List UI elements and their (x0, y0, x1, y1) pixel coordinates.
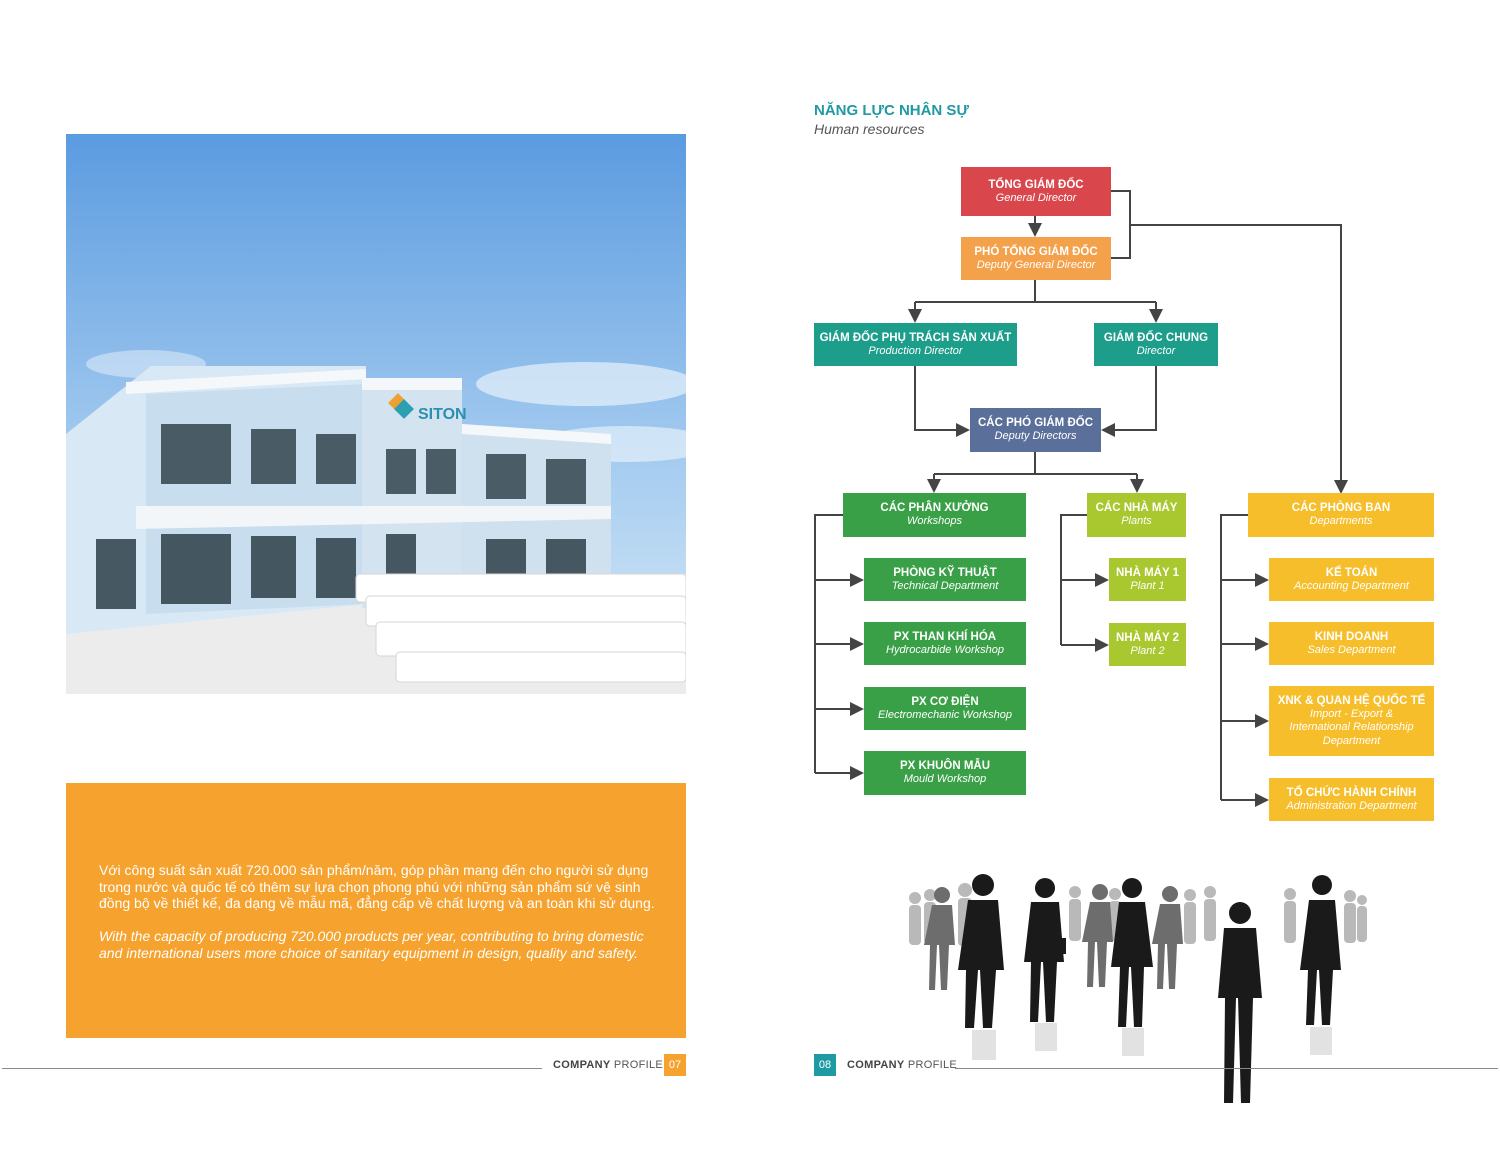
org-label-en: Production Director (868, 344, 963, 357)
org-label-en: Import - Export & International Relation… (1289, 707, 1414, 747)
org-label-en: Deputy General Director (976, 258, 1096, 271)
org-label-en: Mould Workshop (903, 773, 987, 786)
org-label-en: Electromechanic Workshop (878, 708, 1012, 721)
org-plants: CÁC NHÀ MÁY Plants (1087, 493, 1186, 537)
org-departments: CÁC PHÒNG BAN Departments (1248, 493, 1434, 537)
org-label-vi: CÁC PHÒNG BAN (1291, 502, 1391, 515)
org-general-director: TỔNG GIÁM ĐỐC General Director (961, 167, 1111, 216)
org-label-vi: CÁC NHÀ MÁY (1095, 502, 1178, 515)
org-label-vi: CÁC PHÂN XƯỞNG (880, 502, 989, 515)
footer-profile: PROFILE (610, 1059, 664, 1071)
org-production-director: GIÁM ĐỐC PHỤ TRÁCH SẢN XUẤT Production D… (814, 323, 1017, 366)
org-label-vi: TỔ CHỨC HÀNH CHÍNH (1286, 786, 1417, 799)
footer-company: COMPANY (847, 1059, 905, 1071)
org-department-item: TỔ CHỨC HÀNH CHÍNH Administration Depart… (1269, 778, 1434, 821)
org-workshop-item: PX CƠ ĐIỆN Electromechanic Workshop (864, 687, 1026, 730)
org-label-vi: PHÒNG KỸ THUẬT (893, 566, 997, 579)
org-label-vi: GIÁM ĐỐC CHUNG (1103, 331, 1209, 344)
org-deputy-directors: CÁC PHÓ GIÁM ĐỐC Deputy Directors (970, 408, 1101, 452)
org-deputy-general-director: PHÓ TỔNG GIÁM ĐỐC Deputy General Directo… (961, 237, 1111, 280)
org-label-vi: PHÓ TỔNG GIÁM ĐỐC (974, 245, 1098, 258)
footer-label-left: COMPANY PROFILE (553, 1059, 663, 1071)
org-label-vi: NHÀ MÁY 2 (1115, 631, 1180, 644)
org-workshop-item: PX THAN KHÍ HÓA Hydrocarbide Workshop (864, 622, 1026, 665)
page-number-right: 08 (814, 1054, 836, 1076)
org-department-item: KẾ TOÁN Accounting Department (1269, 558, 1434, 601)
org-label-vi: NHÀ MÁY 1 (1115, 566, 1180, 579)
footer-divider-left (2, 1068, 542, 1069)
org-label-en: Plant 1 (1130, 579, 1165, 592)
org-plant-item: NHÀ MÁY 2 Plant 2 (1109, 623, 1186, 666)
org-label-vi: PX KHUÔN MẪU (899, 760, 991, 773)
org-label-vi: PX CƠ ĐIỆN (911, 695, 979, 708)
description-panel: Với công suất sản xuất 720.000 sản phẩm/… (66, 783, 686, 1038)
org-label-en: Hydrocarbide Workshop (886, 643, 1004, 656)
org-label-vi: TỔNG GIÁM ĐỐC (988, 178, 1084, 191)
org-label-vi: XNK & QUAN HỆ QUỐC TẾ (1277, 694, 1426, 707)
org-label-en: Plant 2 (1130, 644, 1165, 657)
section-subtitle: Human resources (814, 121, 925, 137)
org-label-vi: CÁC PHÓ GIÁM ĐỐC (978, 417, 1093, 430)
org-label-en: Plants (1121, 515, 1152, 528)
org-label-en: Accounting Department (1294, 579, 1409, 592)
org-workshops: CÁC PHÂN XƯỞNG Workshops (843, 493, 1026, 537)
org-label-en: Workshops (906, 515, 963, 528)
business-people-silhouettes (909, 874, 1367, 1103)
org-department-item: XNK & QUAN HỆ QUỐC TẾ Import - Export & … (1269, 686, 1434, 756)
org-label-vi: GIÁM ĐỐC PHỤ TRÁCH SẢN XUẤT (819, 331, 1012, 344)
org-workshop-item: PX KHUÔN MẪU Mould Workshop (864, 751, 1026, 795)
description-vietnamese: Với công suất sản xuất 720.000 sản phẩm/… (99, 862, 655, 911)
org-label-en: Administration Department (1286, 799, 1417, 812)
org-label-vi: PX THAN KHÍ HÓA (893, 630, 997, 643)
footer-label-right: COMPANY PROFILE (847, 1059, 957, 1071)
org-plant-item: NHÀ MÁY 1 Plant 1 (1109, 558, 1186, 601)
org-label-vi: KẾ TOÁN (1325, 566, 1378, 579)
page-number-left: 07 (664, 1054, 686, 1076)
org-workshop-item: PHÒNG KỸ THUẬT Technical Department (864, 558, 1026, 601)
factory-photo: SITON (66, 134, 686, 694)
description-english: With the capacity of producing 720.000 p… (99, 928, 644, 961)
org-label-en: General Director (995, 191, 1077, 204)
factory-building-image: SITON (66, 134, 686, 694)
org-label-en: Director (1136, 344, 1176, 357)
org-department-item: KINH DOANH Sales Department (1269, 622, 1434, 665)
section-title: NĂNG LỰC NHÂN SỰ (814, 102, 969, 119)
org-label-en: Technical Department (891, 579, 999, 592)
org-label-en: Departments (1309, 515, 1373, 528)
org-label-en: Deputy Directors (994, 430, 1077, 443)
org-director: GIÁM ĐỐC CHUNG Director (1094, 323, 1218, 366)
footer-profile: PROFILE (904, 1059, 958, 1071)
footer-divider-right (955, 1068, 1498, 1069)
org-label-en: Sales Department (1307, 643, 1396, 656)
org-label-vi: KINH DOANH (1314, 630, 1389, 643)
logo-text: SITON (418, 406, 467, 423)
footer-company: COMPANY (553, 1059, 611, 1071)
